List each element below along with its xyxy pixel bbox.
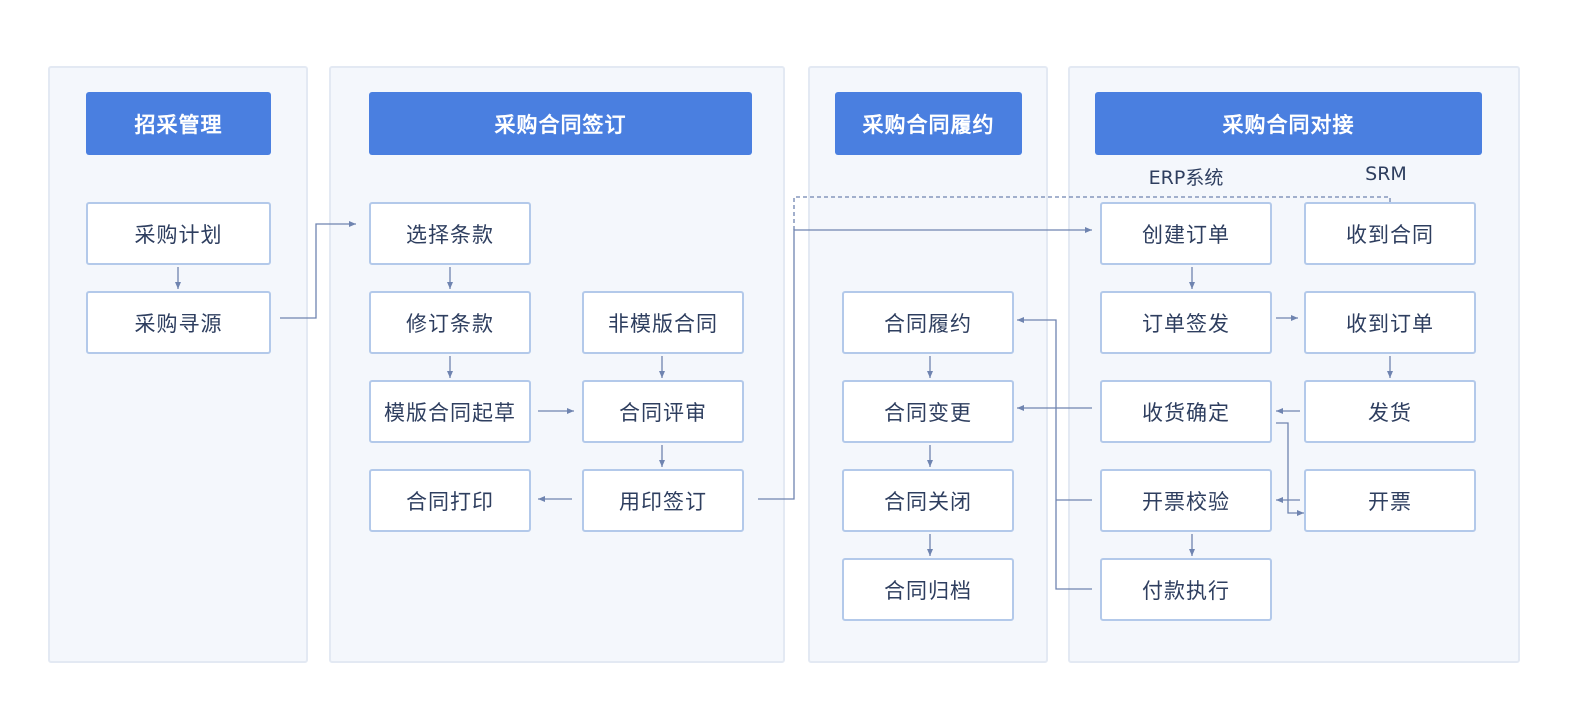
node-ship[interactable]: 发货	[1304, 380, 1476, 443]
node-revise-terms[interactable]: 修订条款	[369, 291, 531, 354]
section-tender-panel	[48, 66, 308, 663]
node-payment-execution[interactable]: 付款执行	[1100, 558, 1272, 621]
node-non-template-contract[interactable]: 非模版合同	[582, 291, 744, 354]
connector-sourcing-to-select	[280, 221, 356, 319]
node-contract-performance[interactable]: 合同履约	[842, 291, 1014, 354]
node-select-terms[interactable]: 选择条款	[369, 202, 531, 265]
connector-erp-to-perform	[1017, 317, 1092, 590]
node-contract-change[interactable]: 合同变更	[842, 380, 1014, 443]
node-create-order[interactable]: 创建订单	[1100, 202, 1272, 265]
node-contract-review[interactable]: 合同评审	[582, 380, 744, 443]
section-performance-title: 采购合同履约	[835, 92, 1022, 155]
erp-system-label: ERP系统	[1148, 167, 1224, 189]
node-invoice[interactable]: 开票	[1304, 469, 1476, 532]
connector-seal-to-receive-contract	[793, 196, 1393, 230]
section-integration-title: 采购合同对接	[1095, 92, 1482, 155]
connector-receipt-to-invoice	[1276, 422, 1304, 516]
node-receipt-confirm[interactable]: 收货确定	[1100, 380, 1272, 443]
section-signing-title: 采购合同签订	[369, 92, 752, 155]
node-contract-close[interactable]: 合同关闭	[842, 469, 1014, 532]
connector-seal-to-create-order	[758, 227, 1092, 500]
node-invoice-check[interactable]: 开票校验	[1100, 469, 1272, 532]
section-tender-title: 招采管理	[86, 92, 271, 155]
node-procurement-sourcing[interactable]: 采购寻源	[86, 291, 271, 354]
node-template-contract-draft[interactable]: 模版合同起草	[369, 380, 531, 443]
srm-label: SRM	[1365, 163, 1407, 185]
node-procurement-plan[interactable]: 采购计划	[86, 202, 271, 265]
node-contract-archive[interactable]: 合同归档	[842, 558, 1014, 621]
node-contract-print[interactable]: 合同打印	[369, 469, 531, 532]
node-receive-order[interactable]: 收到订单	[1304, 291, 1476, 354]
node-receive-contract[interactable]: 收到合同	[1304, 202, 1476, 265]
node-seal-sign[interactable]: 用印签订	[582, 469, 744, 532]
node-order-issue[interactable]: 订单签发	[1100, 291, 1272, 354]
section-signing-panel	[329, 66, 785, 663]
